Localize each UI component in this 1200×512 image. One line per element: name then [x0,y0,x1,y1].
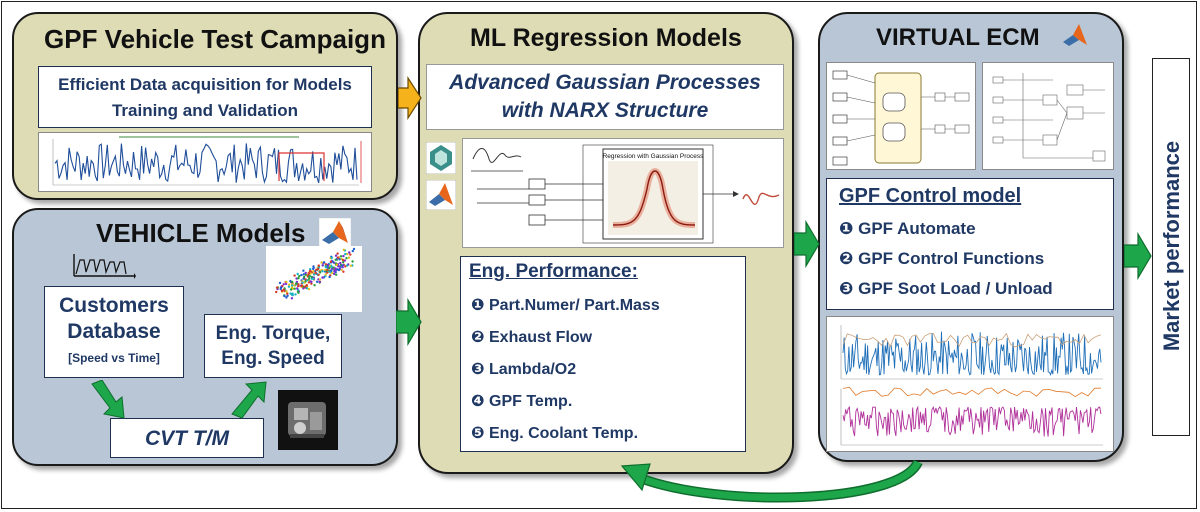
simulink-logo-icon [426,142,456,174]
data-acquisition-line-1: Efficient Data acquisition for Models [58,75,352,94]
control-item-1: ❶ GPF Automate [839,219,976,238]
torque-label: Eng. Torque, [215,323,331,344]
customers-to-cvt-arrow [91,380,125,419]
matlab-logo-icon [319,218,351,248]
ml-subtitle-box: Advanced Gaussian Processes with NARX St… [426,64,784,130]
speed-label: Eng. Speed [221,348,325,369]
perf-item-2: ❷ Exhaust Flow [471,329,593,346]
eng-performance-title: Eng. Performance: [469,261,638,282]
data-acquisition-box: Efficient Data acquisition for Models Tr… [38,66,372,128]
speed-vs-time-label: [Speed vs Time] [68,351,160,365]
speed-trace-icon [73,254,136,279]
cvt-to-torque-arrow [231,381,267,419]
ml-to-ecm-arrow [794,220,820,268]
market-performance-label: Market performance [1159,140,1184,352]
ecm-signal-chart [840,325,1103,446]
campaign-to-ml-arrow [398,76,422,120]
engine-torque-box: Eng. Torque, Eng. Speed [204,314,342,378]
virtual-ecm-title: VIRTUAL ECM [876,24,1040,51]
perf-item-1: ❶ Part.Numer/ Part.Mass [471,297,660,314]
vehicle-models-panel: VEHICLE Models Customers Database [Speed… [12,208,398,466]
vehicle-to-ml-arrow [396,298,422,346]
gp-narx-schematic: Regression with Gaussian Process [471,144,780,244]
cvt-label: CVT T/M [145,427,229,450]
gp-narx-diagram: Regression with Gaussian Process [462,138,784,248]
ml-models-title: ML Regression Models [470,24,742,52]
data-acquisition-line-2: Training and Validation [111,101,299,120]
stateflow-schematic [832,70,970,166]
feedback-loop-arrow [620,459,923,503]
customers-database-box: Customers Database [Speed vs Time] [44,286,184,378]
stateflow-chart-thumbnail [826,62,976,170]
database-label: Database [67,320,161,343]
simulink-model-thumbnail [982,62,1114,170]
cvt-box: CVT T/M [110,418,264,458]
vehicle-models-title: VEHICLE Models [96,218,306,248]
perf-item-4: ❹ GPF Temp. [471,393,573,410]
ecm-signal-plots [826,316,1114,452]
matlab-logo-icon [1063,24,1087,46]
control-item-2: ❷ GPF Control Functions [839,249,1045,268]
perf-item-5: ❺ Eng. Coolant Temp. [471,425,639,442]
market-performance-box: Market performance [1152,58,1190,436]
eng-performance-box: Eng. Performance: ❶ Part.Numer/ Part.Mas… [460,256,746,452]
gp-block-label: Regression with Gaussian Process [603,153,705,160]
matlab-logo-icon [426,180,456,210]
ml-subtitle-line-1: Advanced Gaussian Processes [449,71,761,94]
test-campaign-panel: GPF Vehicle Test Campaign Efficient Data… [12,12,398,200]
engine-photo-icon [278,390,338,450]
ecm-to-market-arrow [1124,232,1152,280]
speed-profile-chart [39,133,371,191]
ml-models-panel: ML Regression Models Advanced Gaussian P… [418,12,794,474]
customers-label: Customers [59,294,169,317]
gpf-control-box: GPF Control model ❶ GPF Automate ❷ GPF C… [826,178,1114,310]
speed-profile-plot [38,132,372,192]
gpf-control-title: GPF Control model [839,185,1022,207]
control-item-3: ❸ GPF Soot Load / Unload [839,279,1053,298]
test-campaign-title: GPF Vehicle Test Campaign [44,24,386,54]
engine-map-scatter-icon [266,246,362,312]
perf-item-3: ❸ Lambda/O2 [471,361,577,378]
simulink-schematic [992,73,1106,162]
ml-subtitle-line-2: with NARX Structure [501,99,709,122]
virtual-ecm-panel: VIRTUAL ECM [818,12,1124,462]
